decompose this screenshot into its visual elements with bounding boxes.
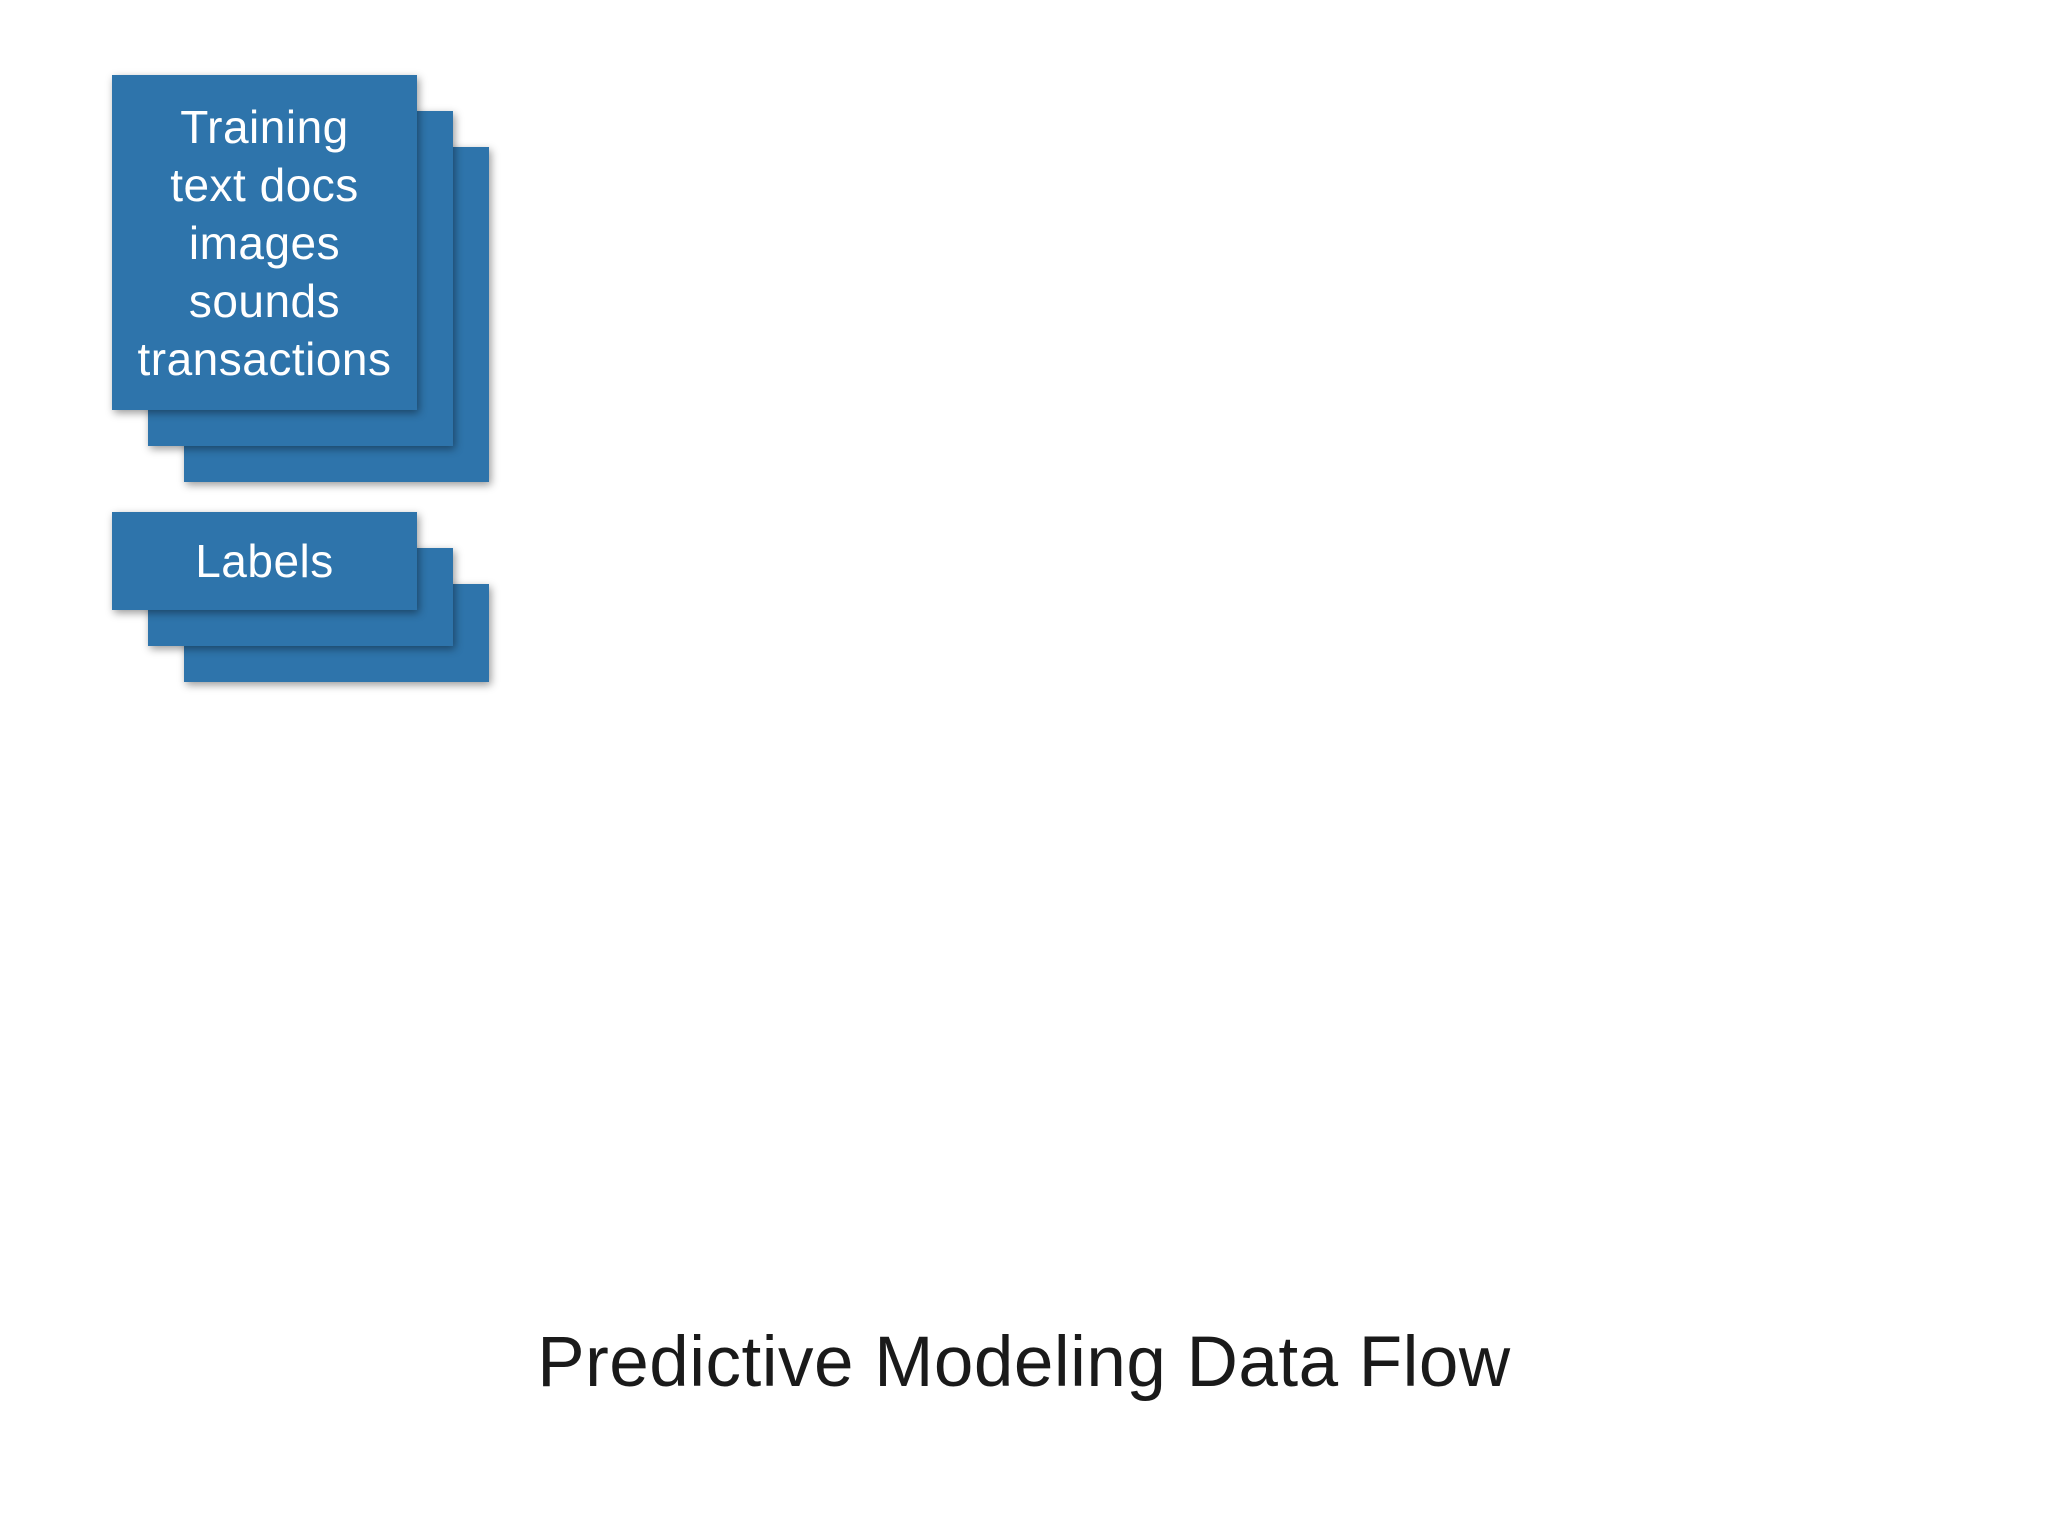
training-card-line: text docs: [170, 158, 359, 211]
labels-card-text: Labels: [195, 535, 334, 587]
labels-stack: Labels: [112, 512, 490, 683]
labels-card-front: Labels: [112, 512, 417, 610]
slide-title: Predictive Modeling Data Flow: [537, 1323, 1511, 1402]
training-card-line: transactions: [137, 332, 392, 385]
training-data-stack: Training text docs images sounds transac…: [112, 75, 490, 483]
training-card-front: Training text docs images sounds transac…: [112, 75, 417, 410]
training-card-line: sounds: [188, 274, 341, 327]
training-card-line: Training: [180, 100, 349, 153]
training-card-line: images: [188, 216, 341, 269]
training-card-text: Training text docs images sounds transac…: [137, 98, 391, 388]
